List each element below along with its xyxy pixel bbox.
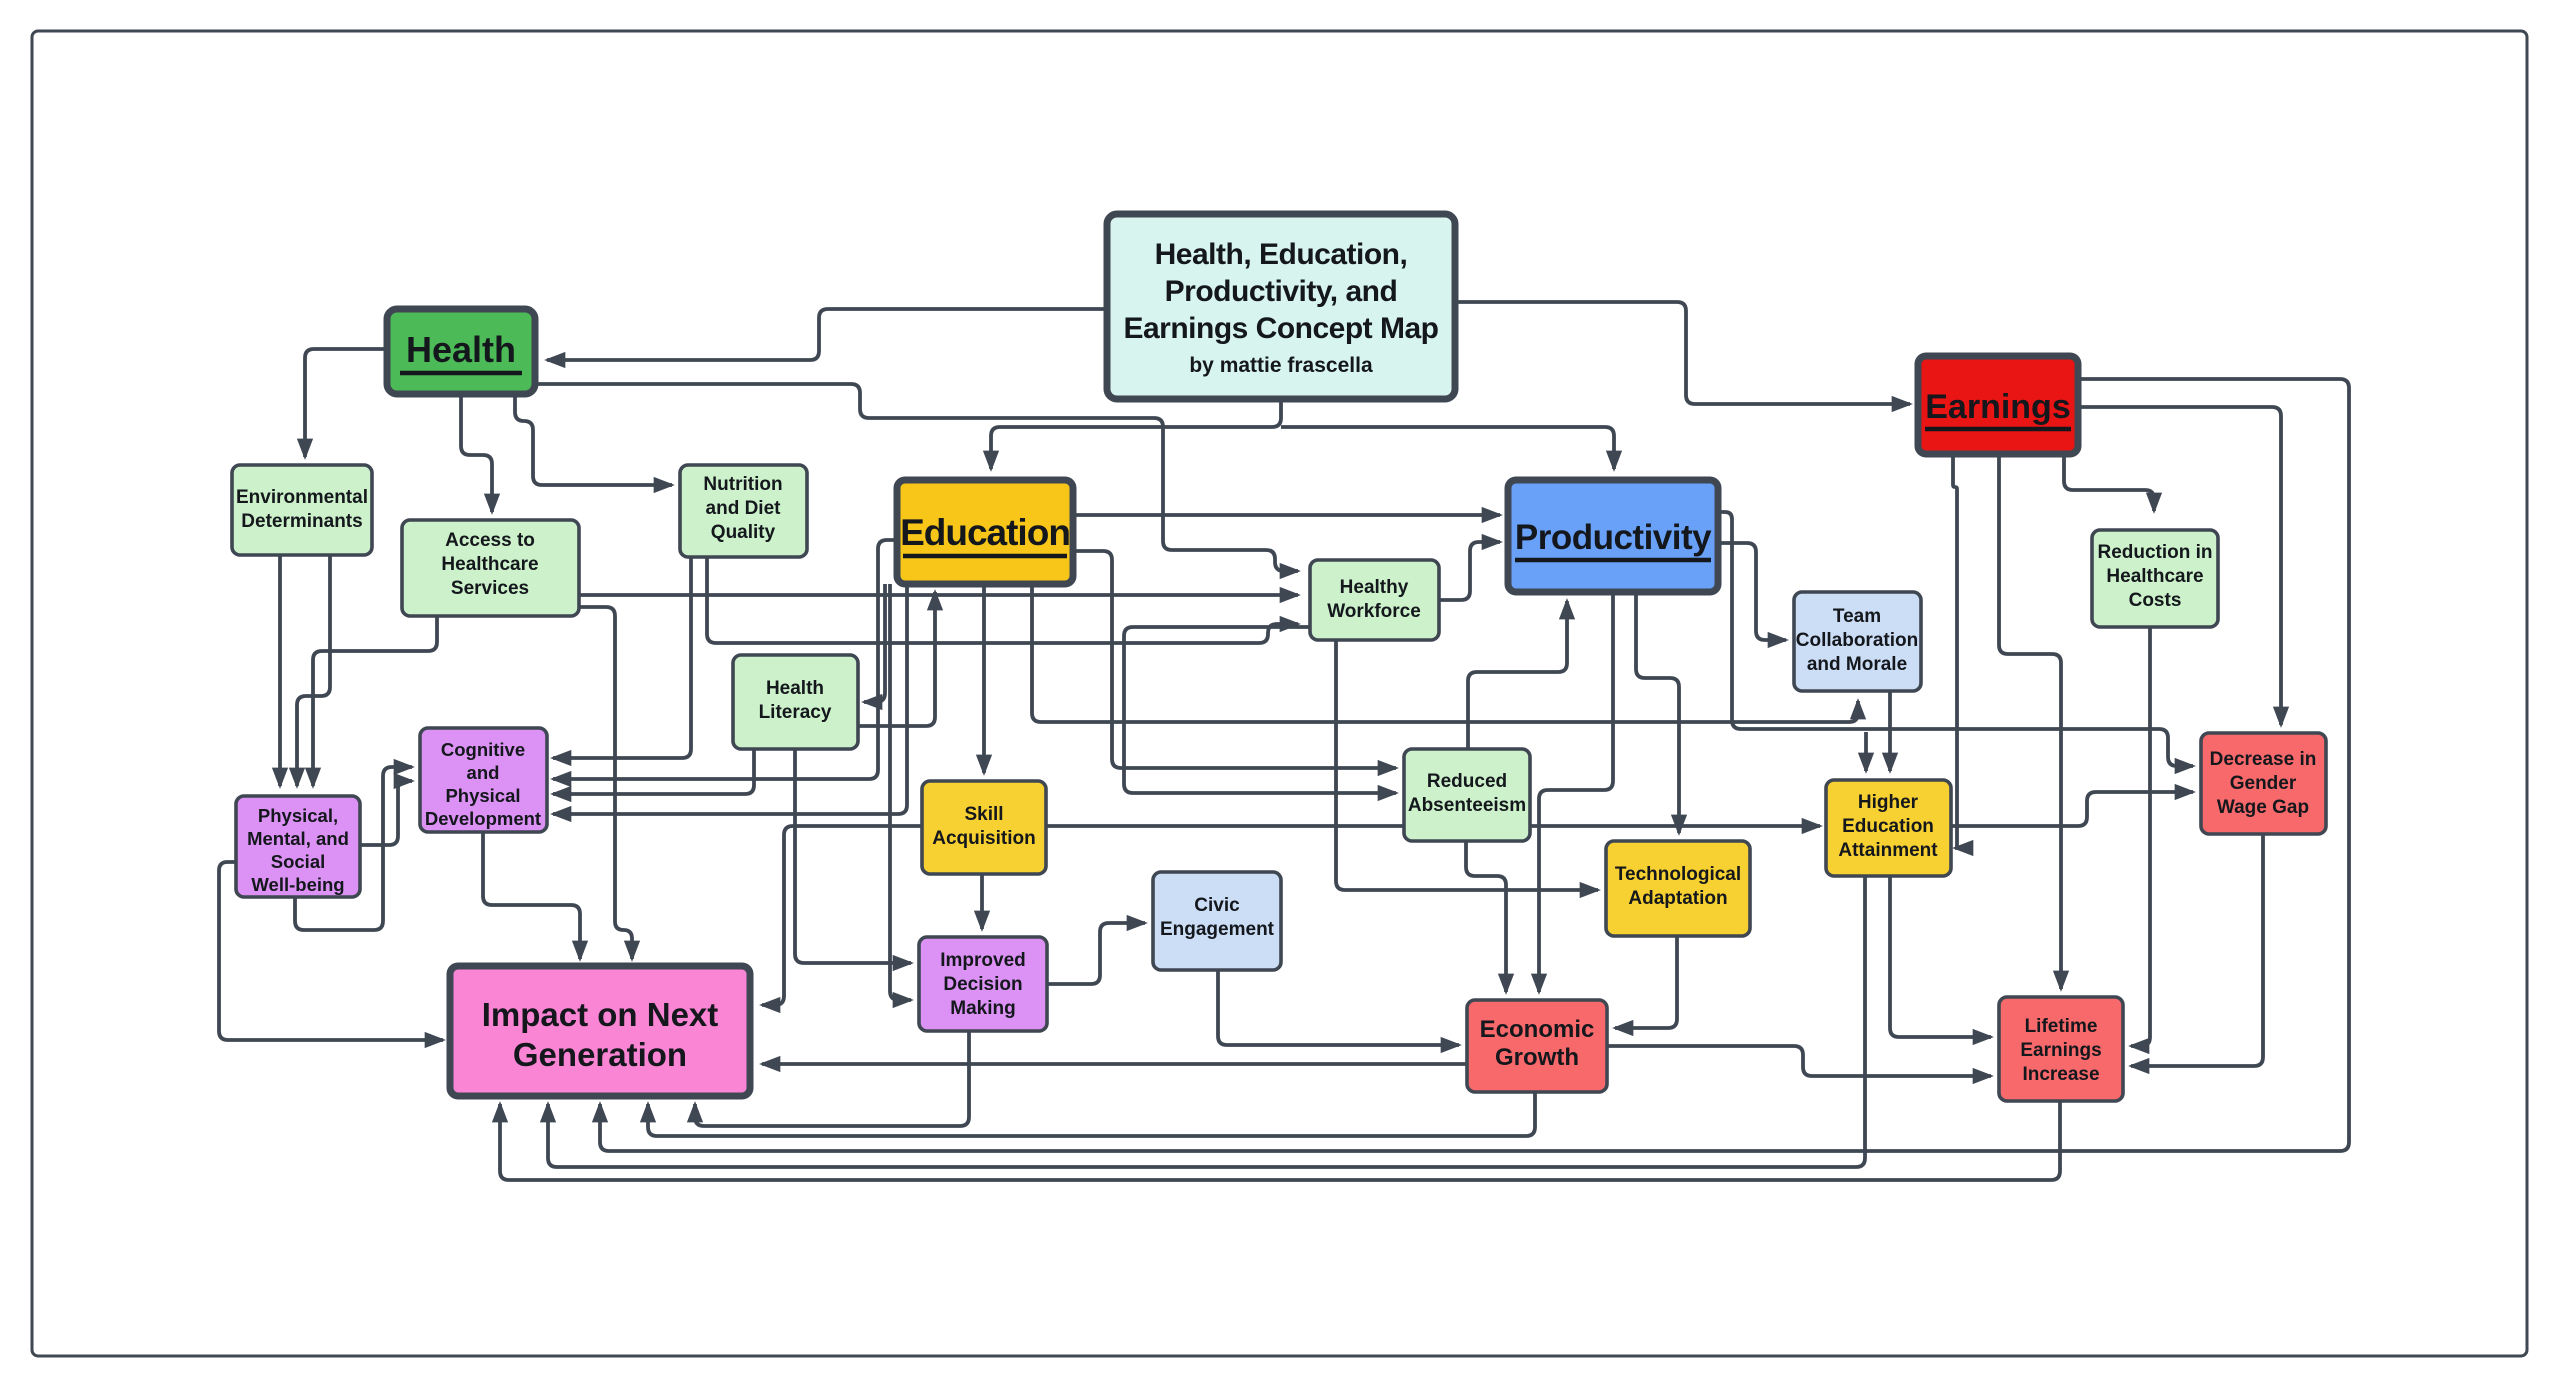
svg-text:Earnings: Earnings xyxy=(1925,388,2070,426)
svg-text:Health: Health xyxy=(406,329,516,370)
svg-text:Health, Education,Productivity: Health, Education,Productivity, andEarni… xyxy=(1123,238,1438,345)
svg-text:Productivity: Productivity xyxy=(1515,518,1712,557)
svg-text:Education: Education xyxy=(900,512,1070,553)
svg-text:by mattie frascella: by mattie frascella xyxy=(1189,354,1373,377)
